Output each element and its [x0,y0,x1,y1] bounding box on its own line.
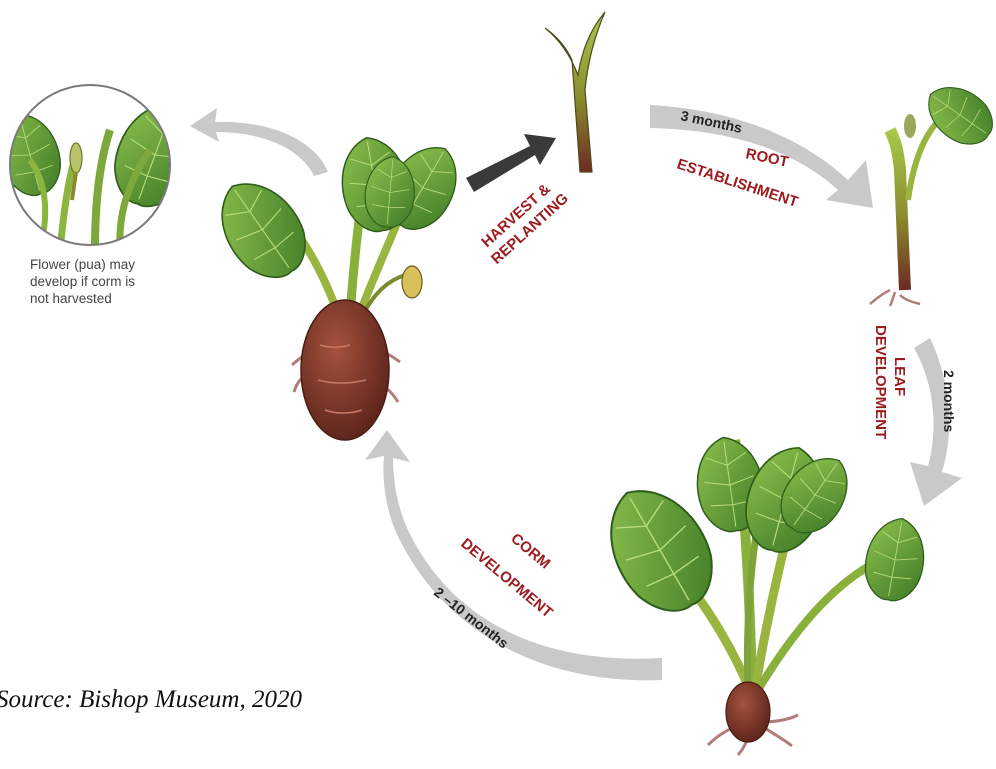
harvest-label: HARVEST & REPLANTING [475,176,572,268]
corm-label-line1: CORM [507,530,553,572]
large-plant-illustration [588,433,930,755]
leaf-label-line1: LEAF [891,357,908,396]
root-label: 3 months ROOT ESTABLISHMENT [675,107,800,211]
source-caption: Source: Bishop Museum, 2020 [0,686,302,714]
young-plant-illustration [870,74,996,306]
corm-duration: 2 –10 months [431,584,512,652]
flower-note: Flower (pua) may develop if corm is not … [30,257,135,306]
flower-note-line2: develop if corm is [30,274,135,289]
flower-note-line1: Flower (pua) may [30,257,135,272]
leaf-label: LEAF DEVELOPMENT 2 months [872,325,957,439]
huli-cutting-illustration [545,12,605,172]
flower-inset-illustration [0,85,208,250]
flower-note-line3: not harvested [30,291,112,306]
leaf-label-line2: DEVELOPMENT [872,325,889,439]
leaf-duration: 2 months [941,370,957,432]
flower-branch-arrow [190,108,328,176]
corm-label: CORM DEVELOPMENT 2 –10 months [431,530,556,652]
mature-plant-corm-illustration [203,132,472,440]
